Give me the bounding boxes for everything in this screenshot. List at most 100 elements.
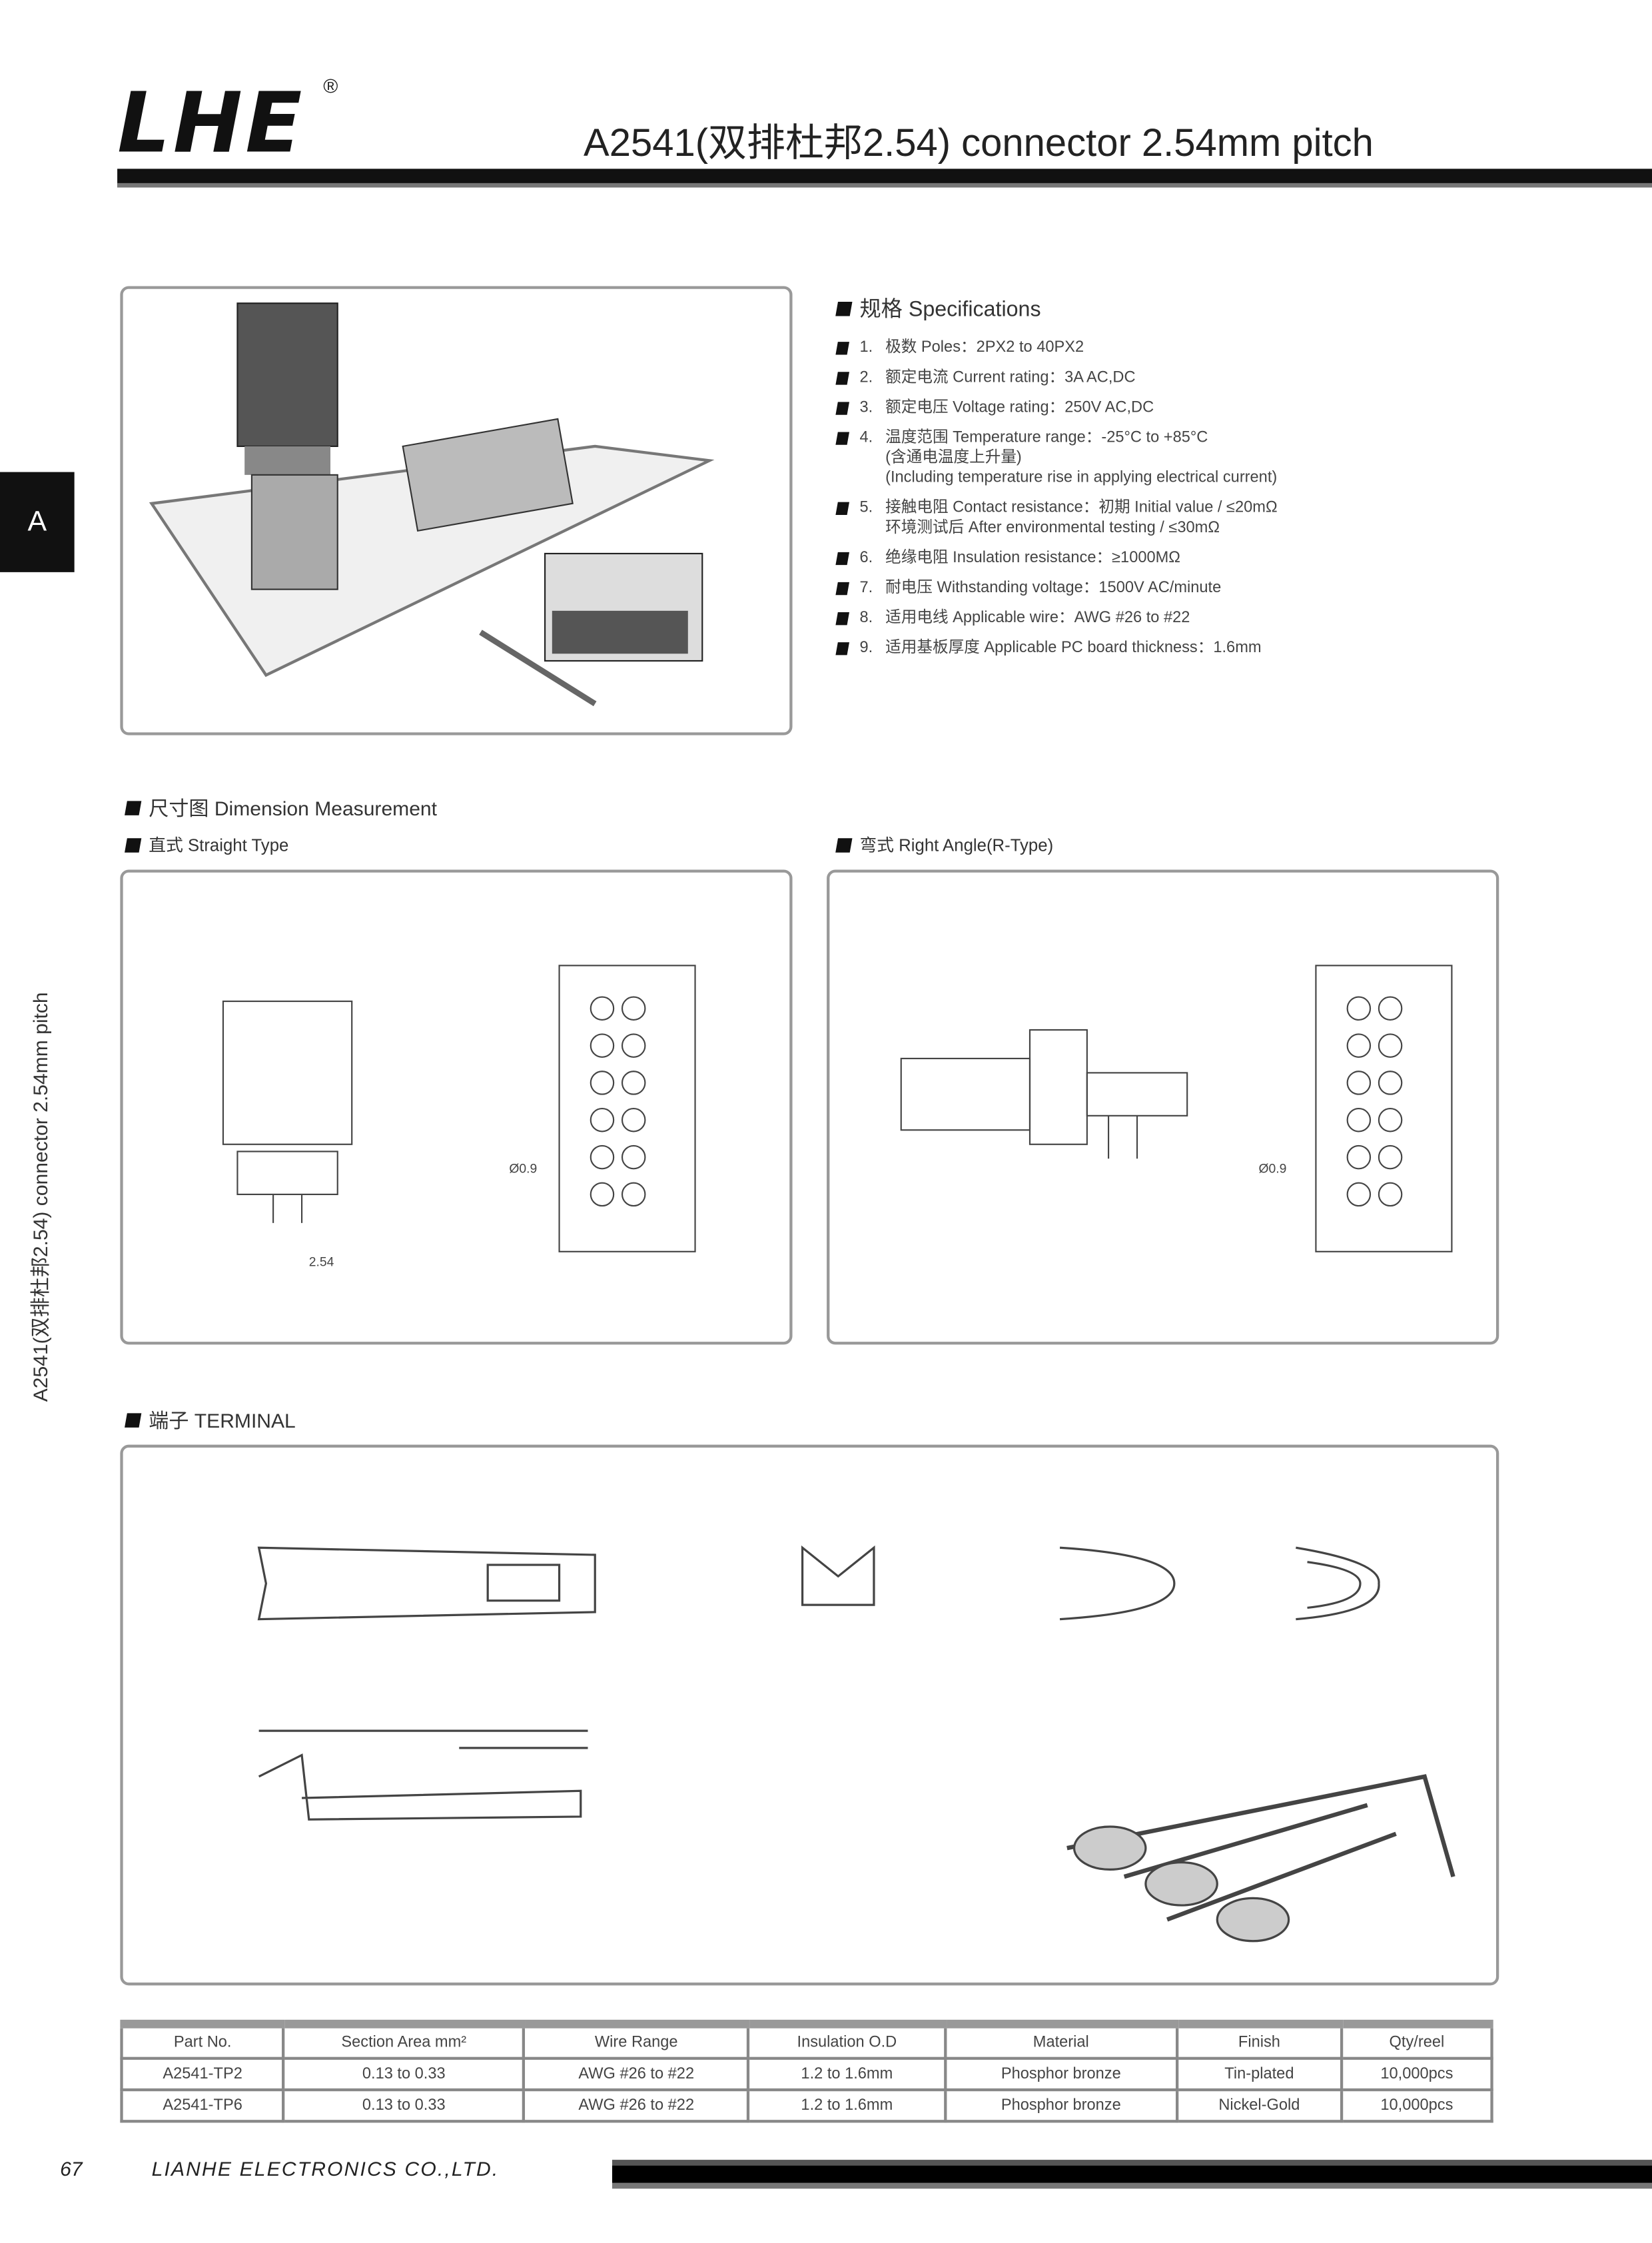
spec-sub: 环境测试后 After environmental testing / ≤30m… [885, 519, 1220, 537]
terminal-drawing [120, 1444, 1499, 1986]
pitch-label: 2.54 [309, 1255, 334, 1269]
pin-hole [621, 1071, 646, 1095]
pin-hole [621, 1144, 646, 1170]
straight-dimension-drawing: 2.54 Ø0.9 [222, 965, 696, 1269]
spec-item: 2. 额定电流 Current rating：3A AC,DC [835, 368, 1509, 388]
pin-hole [1378, 996, 1403, 1021]
pin-hole [1346, 1071, 1372, 1095]
spec-text: 额定电流 Current rating：3A AC,DC [885, 368, 1135, 388]
pin-hole [621, 1182, 646, 1207]
spec-main: 耐电压 Withstanding voltage：1500V AC/minute [885, 579, 1222, 597]
heading-text: 弯式 Right Angle(R-Type) [859, 835, 1054, 856]
spec-sub: (Including temperature rise in applying … [885, 469, 1278, 487]
heading-text: 规格 Specifications [859, 297, 1041, 322]
straight-type-heading: 直式 Straight Type [125, 833, 289, 857]
table-cell: 10,000pcs [1340, 2056, 1493, 2092]
column-header: Insulation O.D [747, 2019, 947, 2060]
spec-text: 耐电压 Withstanding voltage：1500V AC/minute [885, 578, 1221, 598]
table-cell: 10,000pcs [1340, 2088, 1493, 2123]
company-name: LIANHE ELECTRONICS CO.,LTD. [151, 2156, 500, 2180]
table-cell: Phosphor bronze [943, 2088, 1178, 2123]
spec-main: 绝缘电阻 Insulation resistance：≥1000MΩ [885, 549, 1180, 567]
bullet-icon [835, 552, 849, 566]
spec-number: 9. [859, 639, 873, 657]
spec-main: 额定电压 Voltage rating：250V AC,DC [885, 399, 1154, 416]
heading-text: 端子 TERMINAL [149, 1408, 296, 1432]
spec-item: 4. 温度范围 Temperature range：-25°C to +85°C (… [835, 428, 1509, 488]
spec-text: 适用电线 Applicable wire：AWG #26 to #22 [885, 608, 1190, 628]
spec-text: 绝缘电阻 Insulation resistance：≥1000MΩ [885, 548, 1180, 568]
bullet-icon [835, 342, 849, 355]
right-angle-drawing: Ø0.9 [827, 869, 1499, 1345]
pin-hole [590, 1144, 615, 1170]
heading-text: 直式 Straight Type [149, 835, 289, 856]
page-number: 67 [60, 2156, 83, 2180]
bullet-icon [835, 612, 849, 626]
spec-main: 极数 Poles：2PX2 to 40PX2 [885, 338, 1084, 356]
spec-main: 额定电流 Current rating：3A AC,DC [885, 368, 1136, 386]
straight-type-drawing: 2.54 Ø0.9 [120, 869, 793, 1345]
bullet-icon [125, 801, 142, 815]
table-cell: 1.2 to 1.6mm [747, 2056, 947, 2092]
pin-hole [1346, 1033, 1372, 1058]
pin-hole [1378, 1071, 1403, 1095]
pin-hole [1346, 1144, 1372, 1170]
dia-label: Ø0.9 [509, 1162, 537, 1176]
spec-text: 接触电阻 Contact resistance：初期 Initial value… [885, 498, 1278, 538]
spec-number: 8. [859, 609, 873, 627]
bullet-icon [835, 837, 853, 852]
product-image-panel [120, 286, 793, 735]
right-angle-dimension-drawing: Ø0.9 [900, 965, 1453, 1252]
spec-main: 适用电线 Applicable wire：AWG #26 to #22 [885, 609, 1190, 627]
bullet-icon [835, 402, 849, 415]
pin-hole [590, 1071, 615, 1095]
column-header: Material [943, 2019, 1178, 2060]
spec-number: 3. [859, 399, 873, 416]
spec-number: 2. [859, 368, 873, 386]
bullet-icon [125, 1413, 142, 1428]
header-rule [117, 169, 1652, 188]
spec-main: 接触电阻 Contact resistance：初期 Initial value… [885, 499, 1278, 517]
spec-text: 极数 Poles：2PX2 to 40PX2 [885, 338, 1084, 358]
table-cell: Nickel-Gold [1175, 2088, 1344, 2123]
connector-illustration [149, 302, 715, 707]
dia-label: Ø0.9 [1259, 1162, 1287, 1176]
pin-hole [1346, 996, 1372, 1021]
brand-logo: LHE [117, 74, 305, 172]
bullet-icon [835, 582, 849, 596]
pin-hole [1378, 1182, 1403, 1207]
footer-rule [612, 2160, 1652, 2189]
pin-hole [621, 1108, 646, 1132]
spec-number: 4. [859, 429, 873, 446]
right-angle-heading: 弯式 Right Angle(R-Type) [835, 833, 1054, 857]
pin-hole [1378, 1144, 1403, 1170]
spec-main: 适用基板厚度 Applicable PC board thickness：1.6… [885, 639, 1262, 657]
table-cell: Tin-plated [1175, 2056, 1344, 2092]
spec-main: 温度范围 Temperature range：-25°C to +85°C [885, 429, 1208, 446]
spec-item: 9. 适用基板厚度 Applicable PC board thickness：1… [835, 638, 1509, 658]
bullet-icon [125, 837, 142, 852]
terminal-heading: 端子 TERMINAL [125, 1406, 296, 1435]
table-cell: Phosphor bronze [943, 2056, 1178, 2092]
spec-sub: (含通电温度上升量) [885, 449, 1022, 466]
spec-text: 额定电压 Voltage rating：250V AC,DC [885, 398, 1154, 418]
column-header: Wire Range [522, 2019, 750, 2060]
table-cell: 1.2 to 1.6mm [747, 2088, 947, 2123]
spec-number: 7. [859, 579, 873, 597]
spec-text: 适用基板厚度 Applicable PC board thickness：1.6… [885, 638, 1261, 658]
table-cell: 0.13 to 0.33 [282, 2088, 526, 2123]
bullet-icon [835, 502, 849, 515]
table-cell: 0.13 to 0.33 [282, 2056, 526, 2092]
page-title: A2541(双排杜邦2.54) connector 2.54mm pitch [584, 121, 1374, 165]
bullet-icon [835, 642, 849, 656]
specifications-heading: 规格 Specifications [835, 293, 1509, 323]
side-vertical-title: A2541(双排杜邦2.54) connector 2.54mm pitch [28, 992, 52, 1402]
section-tab-letter: A [27, 506, 47, 538]
pin-hole [1378, 1033, 1403, 1058]
